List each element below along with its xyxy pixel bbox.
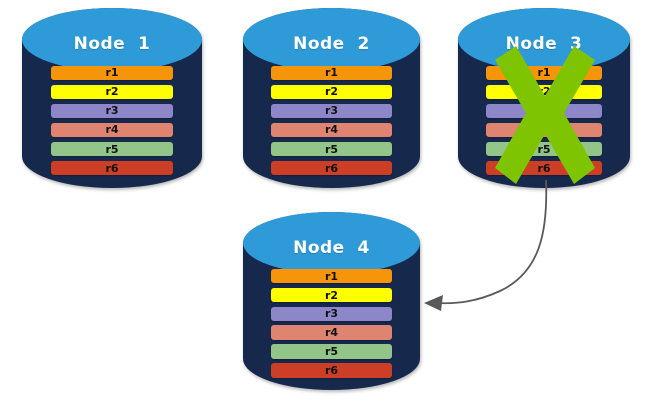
node-1-row-r2[interactable]: r2 <box>50 84 174 100</box>
node-2-row-r6[interactable]: r6 <box>271 160 392 176</box>
node-3-row-r1[interactable]: r1 <box>485 65 603 81</box>
node-3-row-r5[interactable]: r5 <box>485 141 603 157</box>
curved-arrow-icon <box>436 179 548 305</box>
node-1-row-r1[interactable]: r1 <box>50 65 174 81</box>
node-1-row-r4[interactable]: r4 <box>50 122 174 138</box>
node-3-rows: r1 r2 r3 r4 r5 r6 <box>485 65 603 176</box>
node-4-row-r6[interactable]: r6 <box>271 363 392 378</box>
node-1-row-r6[interactable]: r6 <box>50 160 174 176</box>
arrow-head-icon <box>424 295 443 311</box>
node-1-title: Node 1 <box>73 34 151 54</box>
node-4-row-r3[interactable]: r3 <box>271 306 392 322</box>
node-2-row-r5[interactable]: r5 <box>271 141 392 157</box>
node-4-title: Node 4 <box>293 237 370 258</box>
node-1[interactable]: Node 1 r1 r2 r3 r4 r5 r6 <box>22 8 202 188</box>
node-1-cylinder-top <box>22 8 202 71</box>
node-2-row-r3[interactable]: r3 <box>271 103 392 119</box>
node-4-row-r4[interactable]: r4 <box>271 325 392 340</box>
node-3-row-r3[interactable]: r3 <box>485 103 603 119</box>
node-4-cylinder-top <box>243 212 420 275</box>
node-4-rows: r1 r2 r3 r4 r5 r6 <box>271 268 392 378</box>
node-1-row-r5[interactable]: r5 <box>50 141 174 157</box>
node-2-row-r2[interactable]: r2 <box>271 84 392 100</box>
node-2[interactable]: Node 2 r1 r2 r3 r4 r5 r6 <box>243 8 420 188</box>
node-2-title: Node 2 <box>293 34 370 54</box>
node-2-rows: r1 r2 r3 r4 r5 r6 <box>271 65 392 176</box>
node-4-row-r1[interactable]: r1 <box>271 268 392 284</box>
node-3-row-r6[interactable]: r6 <box>485 160 603 176</box>
node-2-cylinder-top <box>243 8 420 71</box>
node-2-row-r1[interactable]: r1 <box>271 65 392 81</box>
node-3-row-r2[interactable]: r2 <box>485 84 603 100</box>
node-3[interactable]: Node 3 r1 r2 r3 r4 r5 r6 <box>458 8 630 188</box>
node-4-row-r5[interactable]: r5 <box>271 344 392 359</box>
node-1-rows: r1 r2 r3 r4 r5 r6 <box>50 65 174 176</box>
node-3-title: Node 3 <box>505 34 583 54</box>
node-4-row-r2[interactable]: r2 <box>271 287 392 303</box>
node-3-row-r4[interactable]: r4 <box>485 122 603 138</box>
node-2-row-r4[interactable]: r4 <box>271 122 392 138</box>
node-4[interactable]: Node 4 r1 r2 r3 r4 r5 r6 <box>243 212 420 390</box>
node-1-row-r3[interactable]: r3 <box>50 103 174 119</box>
